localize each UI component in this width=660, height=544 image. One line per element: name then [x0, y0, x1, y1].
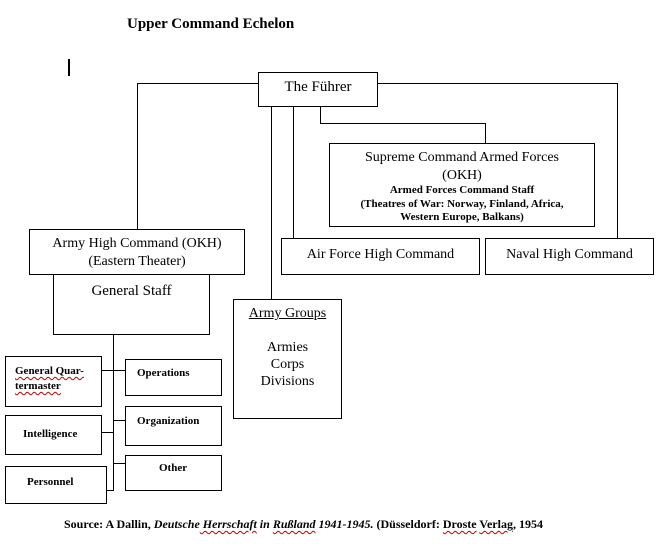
- general-quartermaster-line1: General Quar-: [15, 365, 84, 377]
- connector-staff-trunk: [113, 334, 114, 491]
- connector-okw-horizontal: [320, 123, 485, 124]
- okw-theatres-1: (Theatres of War: Norway, Finland, Afric…: [360, 198, 564, 210]
- organization-label: Organization: [137, 415, 200, 427]
- intelligence-label: Intelligence: [23, 428, 78, 440]
- general-quartermaster-line2: termaster: [15, 380, 61, 392]
- connector-other: [113, 463, 125, 464]
- other-box: Other: [125, 455, 222, 491]
- text-cursor: [68, 59, 70, 76]
- connector-army-groups-vertical: [271, 106, 272, 299]
- source-title-3: in: [256, 517, 273, 531]
- army-groups-corps: Corps: [270, 357, 305, 372]
- connector-fuhrer-right: [377, 83, 617, 84]
- okh-title: Army High Command (OKH): [52, 236, 222, 251]
- connector-organization: [113, 420, 125, 421]
- okh-theater: (Eastern Theater): [88, 254, 186, 269]
- source-title-1: Deutsche: [153, 517, 200, 531]
- source-year: , 1954: [512, 517, 543, 531]
- okh-box: Army High Command (OKH) (Eastern Theater…: [29, 229, 245, 275]
- okw-box: Supreme Command Armed Forces (OKH) Armed…: [329, 143, 595, 227]
- okw-theatres-2: Western Europe, Balkans): [400, 211, 524, 223]
- connector-air-vertical: [293, 106, 294, 238]
- connector-fuhrer-left: [137, 83, 258, 84]
- source-citation: Source: A Dallin, Deutsche Herrschaft in…: [64, 517, 543, 532]
- army-groups-title: Army Groups: [248, 306, 327, 321]
- source-publisher-1: Droste: [442, 517, 477, 531]
- army-groups-divisions: Divisions: [260, 374, 315, 389]
- okw-abbrev: (OKH): [442, 168, 482, 183]
- source-place: (Düsseldorf:: [373, 517, 443, 531]
- personnel-box: Personnel: [5, 466, 107, 504]
- operations-box: Operations: [125, 359, 222, 396]
- source-title-4: Rußland: [272, 517, 316, 531]
- connector-okw-vertical: [485, 123, 486, 144]
- army-groups-box: Army Groups Armies Corps Divisions: [233, 299, 342, 419]
- source-title-5: 1941-1945.: [315, 517, 374, 531]
- okw-staff: Armed Forces Command Staff: [389, 184, 535, 196]
- general-staff-label: General Staff: [91, 283, 172, 299]
- organization-box: Organization: [125, 406, 222, 446]
- connector-gq-ops: [101, 370, 125, 371]
- fuhrer-label: The Führer: [284, 79, 352, 95]
- personnel-label: Personnel: [27, 476, 74, 488]
- general-quartermaster-box: General Quar- termaster: [5, 356, 102, 407]
- operations-label: Operations: [137, 367, 190, 379]
- connector-naval-vertical: [617, 83, 618, 238]
- general-staff-box: General Staff: [53, 274, 210, 335]
- connector-okw-stub: [320, 106, 321, 124]
- source-publisher-2: Verlag: [479, 517, 513, 531]
- naval-label: Naval High Command: [506, 247, 633, 262]
- source-title-2: Herrschaft: [199, 517, 257, 531]
- army-groups-armies: Armies: [266, 340, 309, 355]
- okw-title: Supreme Command Armed Forces: [364, 150, 560, 165]
- intelligence-box: Intelligence: [5, 415, 102, 455]
- fuhrer-box: The Führer: [258, 72, 378, 107]
- air-force-label: Air Force High Command: [306, 247, 455, 262]
- other-label: Other: [159, 462, 188, 474]
- source-prefix: Source: A Dallin,: [64, 517, 154, 531]
- connector-personnel: [107, 490, 114, 491]
- connector-intelligence: [101, 432, 113, 433]
- naval-box: Naval High Command: [485, 238, 654, 275]
- connector-okh-vertical: [137, 83, 138, 230]
- air-force-box: Air Force High Command: [281, 238, 480, 275]
- page-title: Upper Command Echelon: [127, 16, 295, 32]
